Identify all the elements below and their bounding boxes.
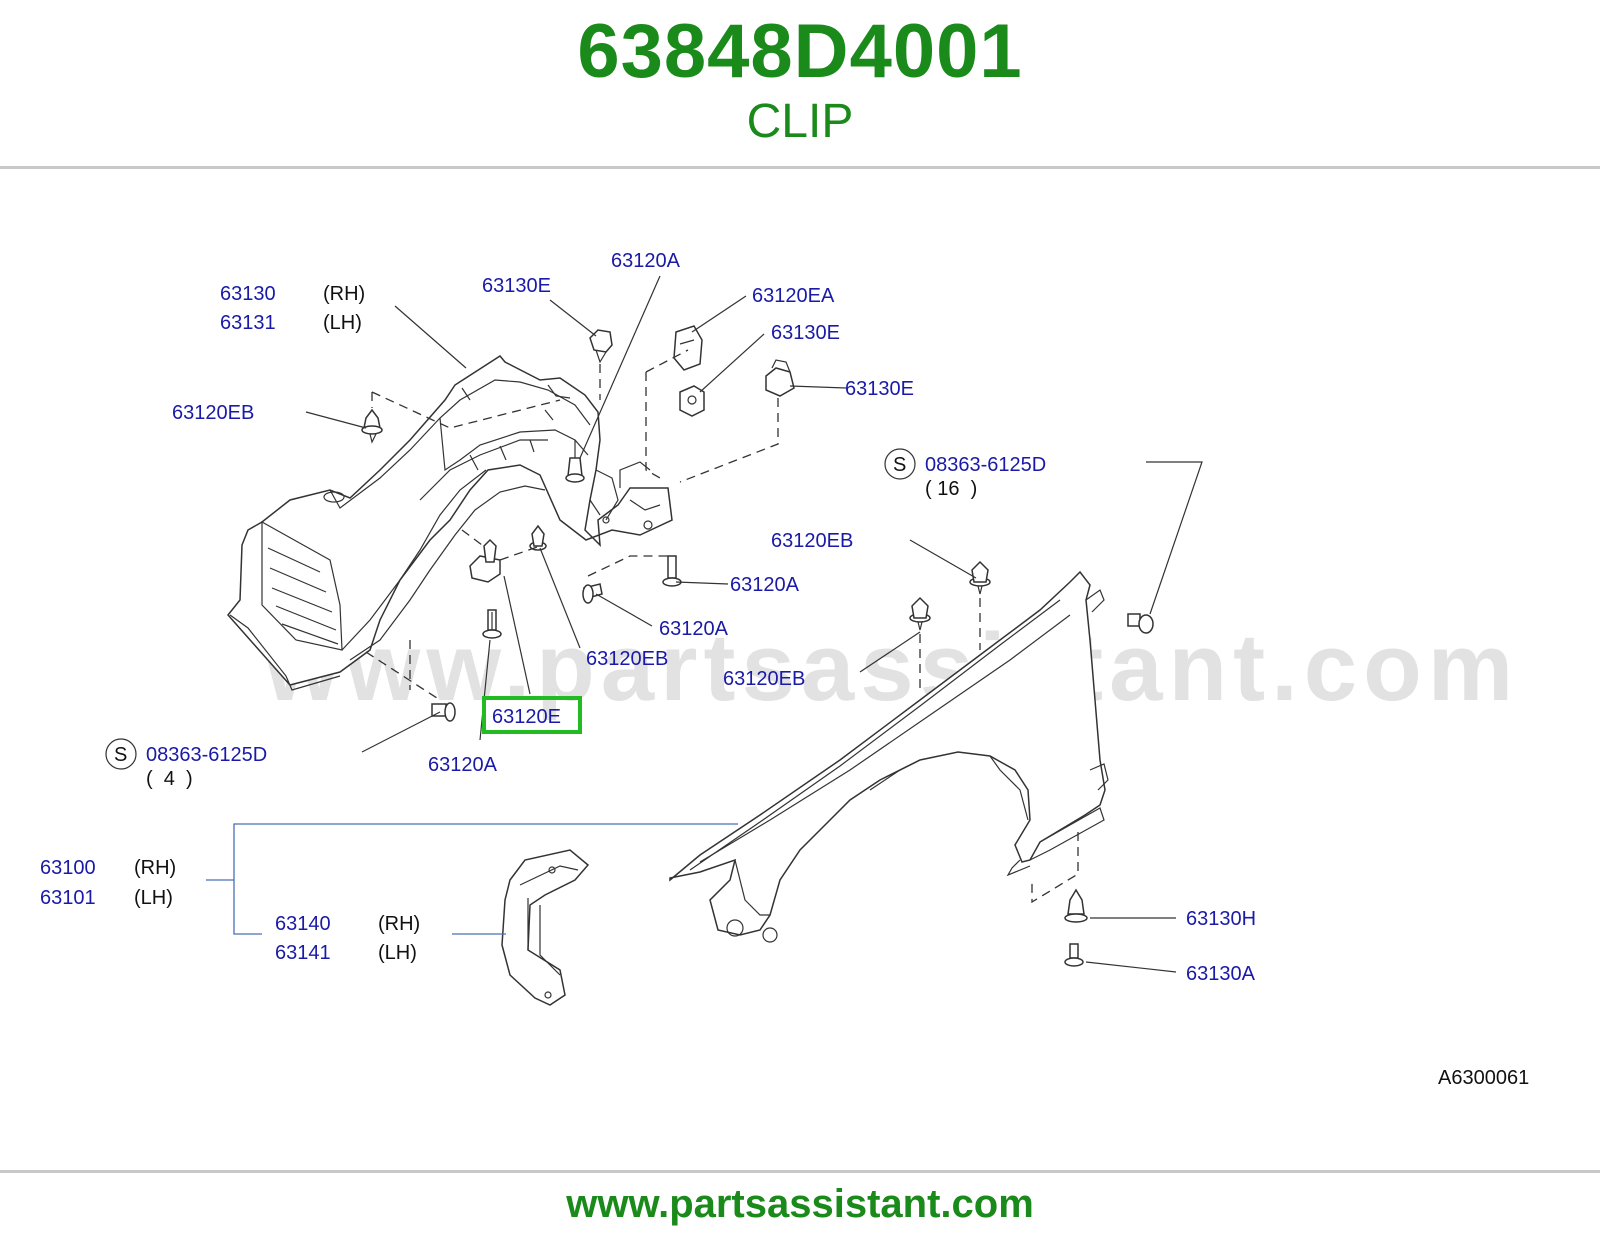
leader-63130E-1: [549, 299, 597, 337]
s-symbol-circle-right: [884, 448, 916, 480]
assembly-line: [365, 640, 441, 701]
callout-08363-6125D-left[interactable]: 08363-6125D: [146, 744, 267, 766]
callout-63131-side: (LH): [323, 312, 362, 334]
callout-63141-side: (LH): [378, 942, 417, 964]
callout-63120A-3[interactable]: 63120A: [659, 618, 729, 640]
callout-63130E-1[interactable]: 63130E: [482, 275, 551, 297]
leader-63130E-2: [699, 333, 765, 393]
bolt-08363-6125D-left: [431, 702, 456, 722]
clip-63130E-2: [765, 359, 795, 397]
header-divider: [0, 166, 1600, 169]
callout-63131[interactable]: 63131: [220, 312, 276, 334]
callout-63120EB-3[interactable]: 63120EB: [586, 648, 668, 670]
leader-63120A-4: [479, 639, 491, 741]
diagram-code: A6300061: [1438, 1067, 1529, 1089]
clip-63120EB-4: [909, 596, 931, 631]
callout-63130E-3[interactable]: 63130E: [845, 378, 914, 400]
clip-63130H: [1064, 888, 1088, 923]
callout-63120EB-4[interactable]: 63120EB: [723, 668, 805, 690]
callout-63120A-2[interactable]: 63120A: [730, 574, 800, 596]
front-fender-drawing: [669, 570, 1109, 943]
callout-63100-side: (RH): [134, 857, 176, 879]
callout-63140[interactable]: 63140: [275, 913, 331, 935]
leader-63130: [394, 305, 467, 369]
leader-63120EB-1: [305, 411, 367, 429]
callout-63130E-2[interactable]: 63130E: [771, 322, 840, 344]
assembly-line: [645, 349, 689, 479]
leader-08363-left: [361, 711, 441, 753]
footer-website-link[interactable]: www.partsassistant.com: [566, 1182, 1034, 1226]
s-symbol-circle-left: [105, 738, 137, 770]
callout-63130H[interactable]: 63130H: [1186, 908, 1256, 930]
clip-63120E-highlighted: [469, 538, 501, 583]
clip-63120EA-1: [673, 325, 703, 371]
leader-08363-right: [1146, 461, 1203, 615]
leader-63120A-2: [675, 581, 729, 585]
callout-63140-side: (RH): [378, 913, 420, 935]
clip-63120EB-1: [361, 408, 383, 444]
assembly-line: [1031, 832, 1079, 904]
screw-63120A-4: [662, 555, 682, 587]
fender-bracket-drawing: [501, 849, 590, 1006]
callout-63130-side: (RH): [323, 283, 365, 305]
screw-63120A-1: [565, 440, 585, 483]
leader-63130A: [1085, 961, 1177, 973]
bracket-63100-group: [206, 823, 738, 935]
leader-63120A-1: [579, 275, 661, 459]
callout-63120A-1[interactable]: 63120A: [611, 250, 681, 272]
s-symbol-right: S: [893, 454, 906, 476]
callout-63120EA[interactable]: 63120EA: [752, 285, 835, 307]
footer-divider: [0, 1170, 1600, 1173]
part-name-subtitle: CLIP: [746, 95, 854, 148]
callout-08363-6125D-right-qty: ( 16 ): [925, 478, 977, 500]
bolt-08363-6125D-right: [1127, 613, 1154, 634]
leader-63120EA: [691, 295, 747, 333]
part-number-title: 63848D4001: [577, 9, 1023, 94]
highlight-box-63120E: [482, 696, 582, 734]
callout-63101[interactable]: 63101: [40, 887, 96, 909]
callout-63141[interactable]: 63141: [275, 942, 331, 964]
assembly-line: [587, 555, 668, 577]
leader-63120EB-3: [539, 547, 581, 649]
fender-liner-drawing: [227, 355, 673, 691]
callout-63130A[interactable]: 63130A: [1186, 963, 1256, 985]
clip-63120EB-3: [969, 560, 991, 595]
clip-63120EB-2: [529, 524, 547, 551]
assembly-line: [371, 391, 561, 429]
leader-63120E: [503, 575, 531, 695]
leader-63130E-3: [789, 385, 847, 389]
callout-08363-6125D-left-qty: ( 4 ): [146, 768, 193, 790]
page-header: 63848D4001 CLIP: [0, 0, 1600, 168]
callout-63120EB-1[interactable]: 63120EB: [172, 402, 254, 424]
screw-63120A-3: [582, 583, 603, 604]
clip-63120EA-2: [679, 385, 705, 417]
leader-63120A-3: [595, 593, 653, 627]
assembly-line: [461, 529, 541, 561]
callout-63120A-4[interactable]: 63120A: [428, 754, 498, 776]
watermark-text: www.partsassistant.com: [264, 614, 1519, 721]
clip-63130E-1: [589, 329, 613, 364]
assembly-line: [679, 398, 779, 483]
callout-08363-6125D-right[interactable]: 08363-6125D: [925, 454, 1046, 476]
leader-63120EB-2: [909, 539, 977, 579]
leader-63120EB-4: [859, 631, 921, 673]
callout-63101-side: (LH): [134, 887, 173, 909]
screw-63120A-2: [482, 609, 502, 639]
callout-63120E[interactable]: 63120E: [492, 706, 561, 728]
s-symbol-left: S: [114, 744, 127, 766]
callout-63100[interactable]: 63100: [40, 857, 96, 879]
callout-63130[interactable]: 63130: [220, 283, 276, 305]
screw-63130A: [1064, 943, 1084, 967]
callout-63120EB-2[interactable]: 63120EB: [771, 530, 853, 552]
